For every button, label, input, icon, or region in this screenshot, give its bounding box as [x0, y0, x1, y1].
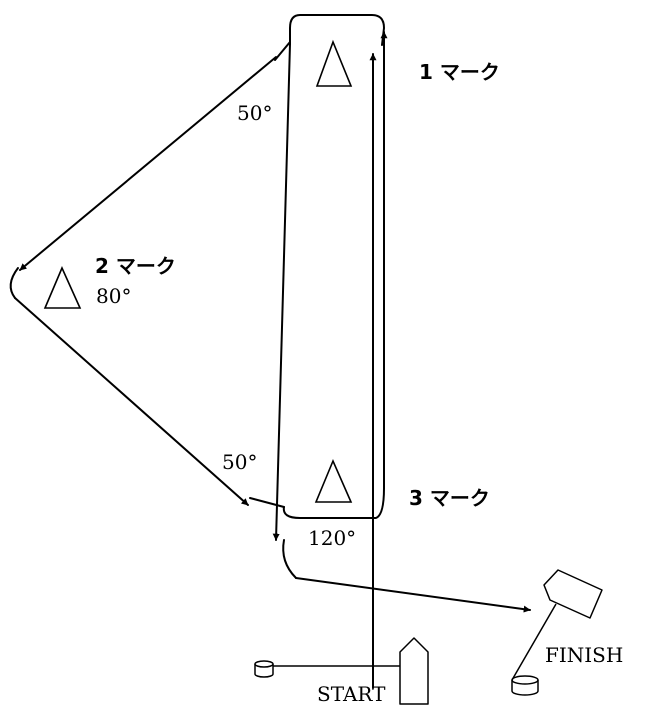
- leg-to-finish: [295, 577, 531, 613]
- rounding-mark2: [9, 267, 19, 299]
- rounding-mark1: [289, 14, 385, 46]
- leg-mark1-to-mark2: [19, 56, 277, 271]
- mark-3-label: 3 マーク: [409, 486, 490, 510]
- angle-mark3-bottom-label: 120°: [308, 526, 356, 550]
- leg-mark2-to-mark3: [14, 297, 249, 506]
- mark-2-buoy: [43, 266, 82, 309]
- leg-mark3-approach: [249, 497, 285, 508]
- mark-1-label: 1 マーク: [419, 60, 500, 84]
- finish-committee-boat-icon: [511, 569, 603, 681]
- start-pin-buoy: [254, 660, 274, 678]
- start-committee-boat-icon: [399, 637, 429, 705]
- mark-1-buoy: [315, 39, 353, 87]
- angle-mark3-top-label: 50°: [222, 450, 257, 474]
- finish-label: FINISH: [545, 643, 623, 667]
- start-label: START: [317, 682, 386, 706]
- angle-mark2-label: 80°: [96, 284, 131, 308]
- leg-run-down: [272, 43, 291, 541]
- rounding-mark3: [282, 487, 385, 519]
- angle-mark1-label: 50°: [237, 101, 272, 125]
- mark-2-label: 2 マーク: [95, 254, 176, 278]
- rounding-bottom: [282, 539, 297, 579]
- finish-buoy: [511, 675, 539, 696]
- leg-mark1-exit-tick: [274, 41, 291, 61]
- mark-3-buoy: [314, 458, 353, 503]
